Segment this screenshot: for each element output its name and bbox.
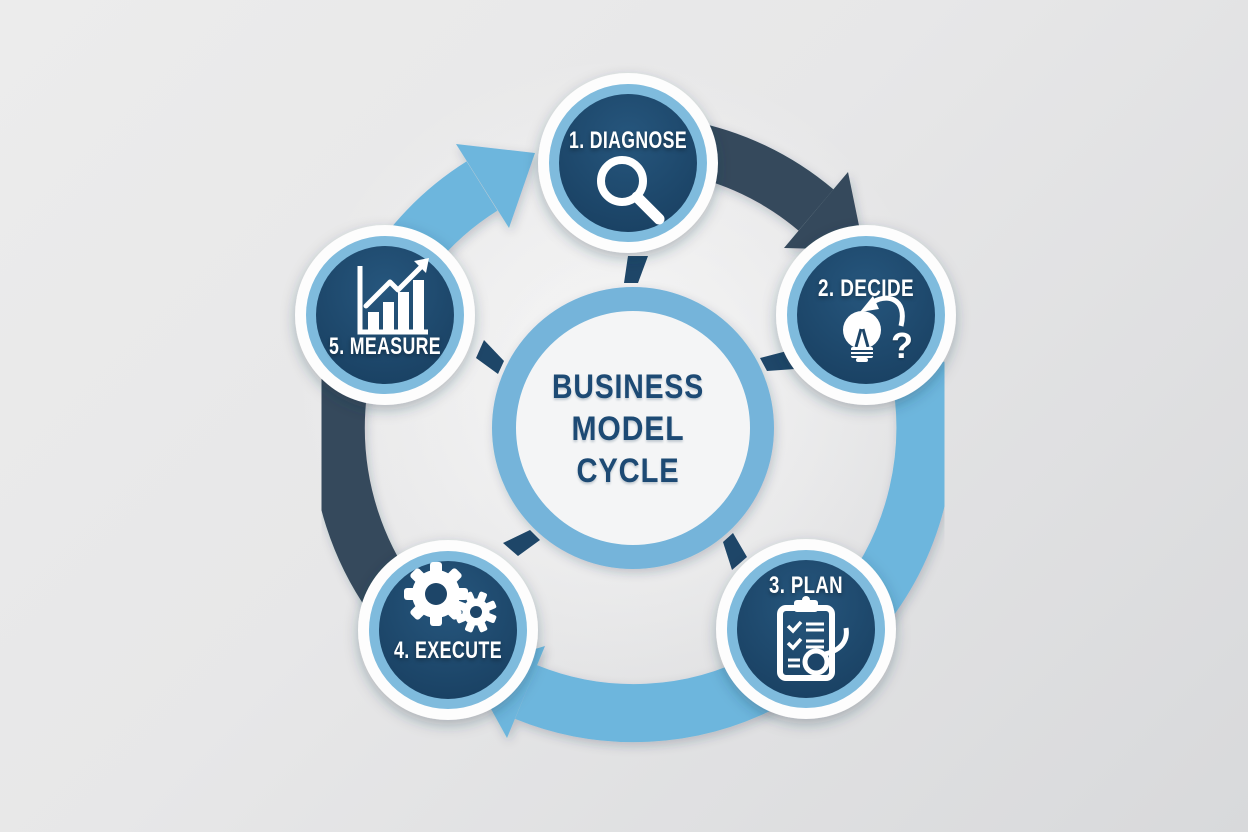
gears-icon — [404, 562, 497, 633]
center-ring — [492, 287, 774, 569]
question-mark-glyph: ? — [891, 325, 913, 366]
growth-chart-icon — [357, 258, 429, 335]
step-label-execute: 4. EXECUTE — [394, 637, 502, 664]
magnifier-icon — [597, 156, 665, 225]
step-label-plan: 3. PLAN — [769, 572, 843, 599]
center-title: BUSINESS MODEL CYCLE — [552, 368, 704, 490]
lightbulb-question-icon: ? — [843, 295, 913, 366]
center-hub: BUSINESS MODEL CYCLE — [476, 256, 795, 570]
cycle-tick — [476, 340, 504, 374]
step-label-diagnose: 1. DIAGNOSE — [569, 127, 687, 154]
step-node-execute: 4. EXECUTE — [358, 540, 538, 720]
cycle-tick — [624, 256, 648, 283]
cycle-tick — [503, 530, 540, 556]
cycle-tick — [723, 533, 747, 570]
step-node-decide: 2. DECIDE ? — [776, 225, 956, 405]
center-title-line2: MODEL — [572, 410, 685, 448]
center-title-line3: CYCLE — [577, 452, 680, 490]
clipboard-checklist-icon — [777, 596, 849, 681]
arrowhead — [456, 144, 535, 228]
center-title-line1: BUSINESS — [552, 368, 704, 406]
step-node-plan: 3. PLAN — [716, 539, 896, 719]
step-node-diagnose: 1. DIAGNOSE — [538, 73, 718, 253]
step-label-measure: 5. MEASURE — [329, 333, 441, 360]
step-node-measure: 5. MEASURE — [295, 225, 475, 405]
step-label-decide: 2. DECIDE — [818, 275, 914, 302]
